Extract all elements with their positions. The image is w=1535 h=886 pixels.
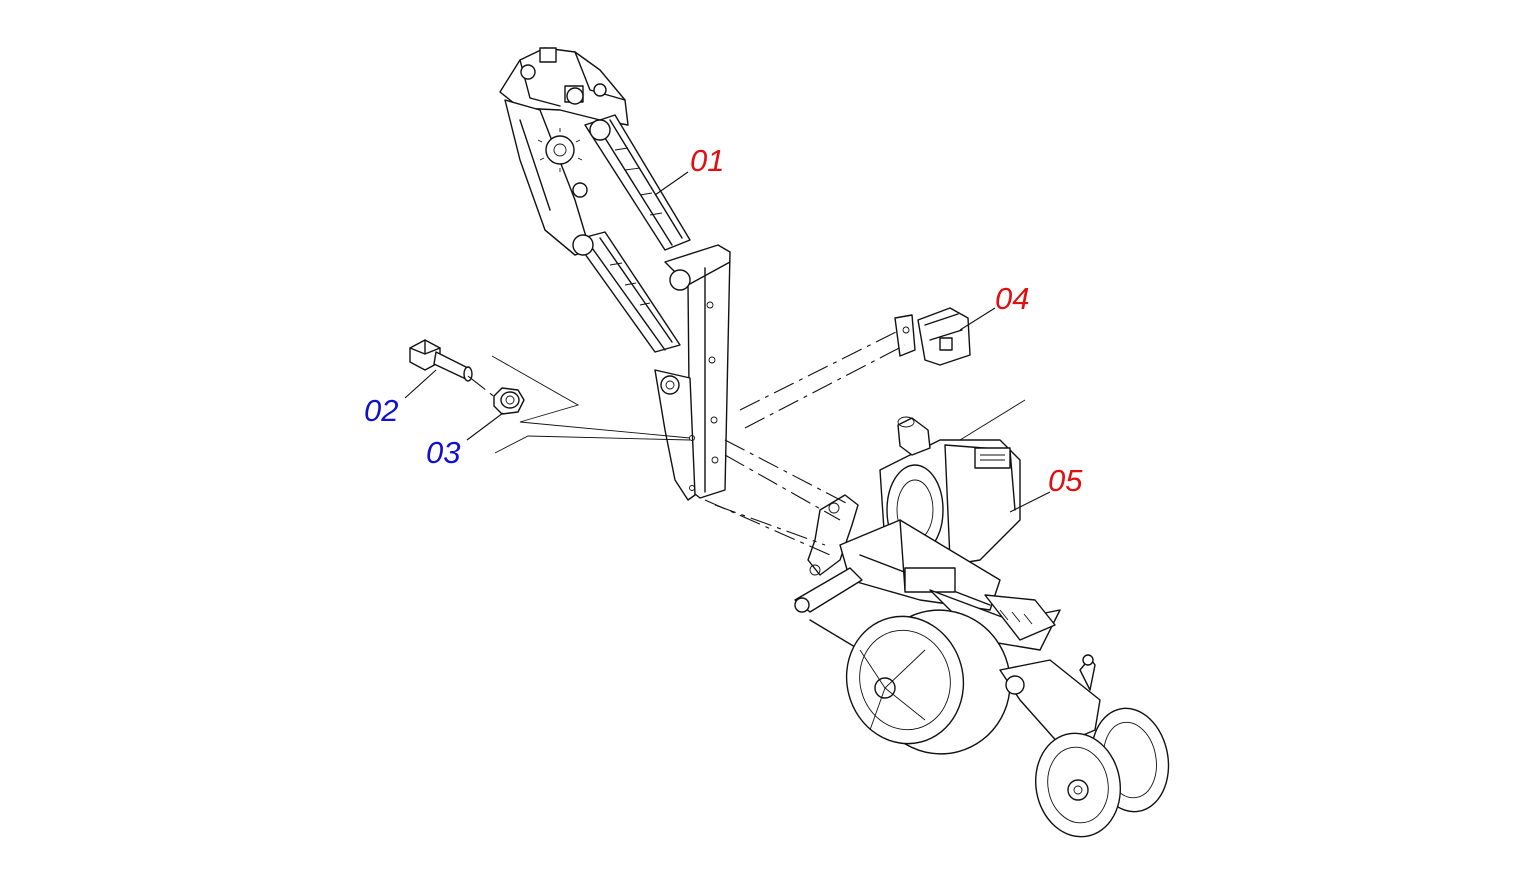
bolt-axis-lines: [467, 355, 691, 454]
part-05-row-unit: [794, 399, 1170, 838]
callout-01: 01: [690, 143, 724, 178]
assembly-centerlines: [704, 329, 906, 556]
part-03-nut: [493, 387, 525, 415]
part-04-bracket-module: [894, 307, 971, 366]
callout-02: 02: [364, 393, 398, 428]
callout-03: 03: [426, 435, 460, 470]
callout-leaders: [404, 171, 1051, 513]
part-01-parallel-linkage: [499, 47, 731, 501]
part-02-bolt: [409, 339, 473, 382]
callout-05: 05: [1048, 463, 1083, 498]
callout-04: 04: [995, 281, 1029, 316]
